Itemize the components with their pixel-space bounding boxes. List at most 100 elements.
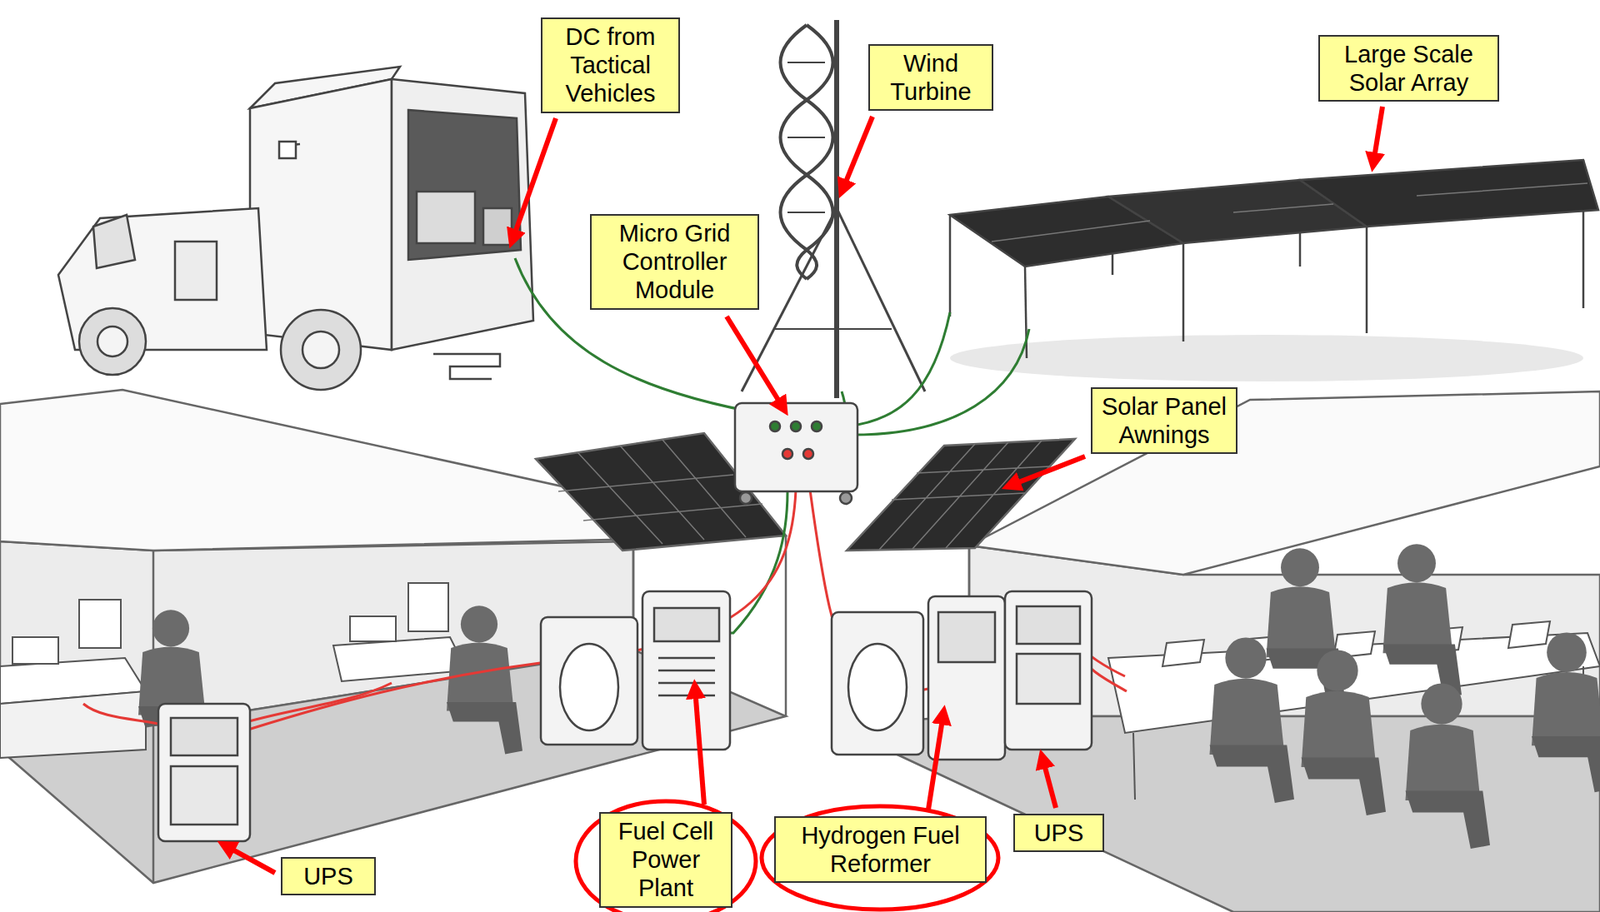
office-equipment-part [1162,621,1550,667]
equipment-cabinets-part [782,449,793,460]
leader-arrows-part [726,316,784,409]
equipment-cabinets-part [848,644,907,731]
cables-part [843,329,1030,435]
leader-arrows-part [1010,456,1085,486]
equipment-cabinets-part [735,403,858,492]
people-silhouettes-part [1383,544,1463,699]
cables-part [721,491,788,634]
callout-box: Large Scale Solar Array [1318,35,1500,102]
people-silhouettes-part [1210,637,1295,804]
callout-box: Hydrogen Fuel Reformer [774,816,987,884]
tactical-vehicle-part [483,208,512,245]
leader-arrows-part [225,845,275,874]
people-silhouettes-part [446,605,523,755]
equipment-cabinets-part [770,421,780,432]
tactical-vehicle-part [280,310,361,390]
tactical-vehicle-part [97,326,128,357]
equipment-cabinets-part [740,492,752,505]
callout-label: UPS [287,862,370,891]
tactical-vehicle-part [433,354,500,380]
equipment-cabinets-part [158,704,250,842]
equipment-cabinets [158,403,1092,842]
equipment-cabinets-part [658,658,715,696]
tactical-vehicle-part [408,110,521,260]
equipment-cabinets-part [938,612,995,663]
left-tent-part [785,535,788,717]
equipment-cabinets-part [1016,654,1080,705]
leader-arrows-part [928,714,944,810]
equipment-cabinets-part [840,492,852,505]
right-tent-part [846,439,1075,551]
tactical-vehicle-part [93,215,135,269]
cables-part [237,490,796,734]
people-silhouettes-part [1531,632,1600,793]
office-equipment-part [350,616,396,642]
equipment-cabinets-part [560,644,619,731]
callout-box: Fuel Cell Power Plant [599,812,733,909]
office-equipment-part [79,600,121,649]
solar-array-part [950,335,1584,382]
callout-label: Micro Grid Controller Module [596,219,753,305]
solar-array [950,160,1599,382]
callout-box: Micro Grid Controller Module [590,214,760,310]
equipment-cabinets-part [790,421,801,432]
callout-label: Large Scale Solar Array [1325,40,1493,97]
callout-box: Solar Panel Awnings [1090,387,1238,455]
cables-part [845,312,950,427]
left-tent-part [558,440,763,545]
left-tent [0,390,786,884]
people-silhouettes-part [1301,650,1387,816]
tactical-vehicle-part [302,331,340,369]
solar-array-part [949,215,952,317]
wind-turbine-part [780,25,834,280]
equipment-cabinets-part [811,421,822,432]
tactical-vehicle-part [391,79,534,350]
wind-turbine-part [775,328,892,330]
equipment-cabinets-part [654,608,720,642]
callout-label: Wind Turbine [875,49,987,106]
equipment-cabinets-part [170,718,238,756]
solar-array-part [1365,226,1369,334]
tactical-vehicle-part [175,241,217,300]
equipment-cabinets-part [642,591,730,750]
right-tent-part [879,440,1050,550]
callout-label: DC from Tactical Vehicles [547,22,674,109]
right-tent-part [969,391,1600,575]
highlight-ellipses [575,801,999,912]
equipment-cabinets-part [540,617,638,745]
equipment-cabinets-part [170,766,238,825]
tactical-vehicle-part [279,141,296,159]
callout-box: UPS [280,857,376,896]
callout-box: DC from Tactical Vehicles [540,17,680,114]
wind-turbine-part [787,62,825,213]
tactical-vehicle-part [416,191,475,244]
callout-label: Fuel Cell Power Plant [605,817,726,904]
leader-arrows-part [842,116,873,190]
leader-arrows [225,106,1383,874]
left-tent-part [0,390,786,551]
callout-label: Solar Panel Awnings [1097,392,1231,450]
leader-arrows-part [1373,106,1383,164]
solar-array-part [991,183,1588,242]
wind-turbine-part [836,208,925,392]
highlight-ellipses-part [761,806,999,910]
callout-label: UPS [1020,819,1098,848]
equipment-cabinets-part [1005,591,1092,750]
tactical-vehicle [58,66,534,390]
office-equipment-part [0,691,146,759]
equipment-cabinets-part [831,612,924,755]
office-equipment-part [1133,733,1135,800]
people-silhouettes-part [1405,683,1491,850]
highlight-ellipses-part [575,801,756,912]
equipment-cabinets-part [803,449,814,460]
solar-array-part [1182,243,1185,342]
callout-label: Hydrogen Fuel Reformer [780,821,980,879]
office-equipment-part [408,583,449,632]
leader-arrows-part [695,688,705,805]
leader-arrows-part [512,118,556,240]
office-equipment-part [12,637,59,665]
